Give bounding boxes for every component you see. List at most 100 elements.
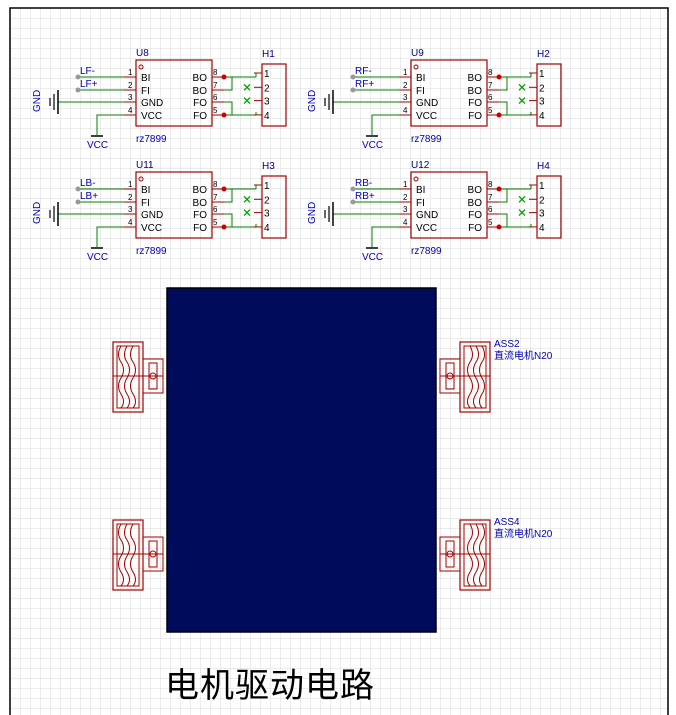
motor-coil-icon bbox=[467, 523, 473, 587]
pin-number: 6 bbox=[488, 93, 493, 102]
pin-name: VCC bbox=[416, 223, 437, 234]
ic-designator: U9 bbox=[411, 48, 424, 59]
wire-bridge bbox=[499, 213, 508, 227]
header-pin-number: 3 bbox=[539, 209, 545, 220]
pin1-marker-icon bbox=[138, 64, 144, 70]
net-label-dot-icon bbox=[350, 186, 356, 192]
pin1-marker-icon bbox=[413, 176, 419, 182]
driver-u9: U9rz78991BI2FI3GND4VCC8BO7BO6FO5FORF-RF+… bbox=[307, 48, 562, 151]
net-label-dot-icon bbox=[350, 74, 356, 80]
pin-number: 2 bbox=[403, 81, 408, 90]
motor-coil-icon bbox=[130, 345, 136, 409]
motor-coil-icon bbox=[124, 523, 130, 587]
net-label: RF- bbox=[355, 66, 372, 77]
no-connect-icon bbox=[518, 83, 526, 91]
ic-part-number: rz7899 bbox=[136, 134, 167, 145]
junction-dot-icon bbox=[496, 186, 502, 192]
pin-number: 2 bbox=[403, 193, 408, 202]
header-pin-number: 1 bbox=[264, 69, 270, 80]
net-label: LF+ bbox=[80, 79, 98, 90]
net-label: RB- bbox=[355, 178, 372, 189]
motor-coil-icon bbox=[130, 523, 136, 587]
ic-part-number: rz7899 bbox=[411, 134, 442, 145]
wire-bridge bbox=[224, 189, 233, 203]
pin1-marker-icon bbox=[138, 176, 144, 182]
motor-coil-icon bbox=[124, 345, 130, 409]
pin-number: 8 bbox=[488, 180, 493, 189]
pin-name: VCC bbox=[141, 223, 162, 234]
no-connect-icon bbox=[518, 195, 526, 203]
vcc-label: VCC bbox=[362, 140, 383, 151]
sheet-border bbox=[9, 7, 669, 715]
pin-number: 4 bbox=[128, 106, 133, 115]
no-connect-icon bbox=[243, 195, 251, 203]
pin-number: 7 bbox=[488, 81, 493, 90]
pin1-marker-icon bbox=[413, 64, 419, 70]
motor-body-inner bbox=[463, 523, 487, 587]
motor-body-inner bbox=[463, 345, 487, 409]
net-label-dot-icon bbox=[350, 87, 356, 93]
pin-name: FI bbox=[416, 86, 425, 97]
junction-dot-icon bbox=[496, 224, 502, 230]
junction-dot-icon bbox=[496, 112, 502, 118]
motor-coil-icon bbox=[118, 345, 124, 409]
ic-designator: U11 bbox=[136, 160, 154, 171]
header-designator: H4 bbox=[537, 161, 550, 172]
pin-name: GND bbox=[141, 210, 163, 221]
ic-body bbox=[135, 171, 213, 239]
header-pin-number: 4 bbox=[539, 223, 545, 234]
motor-body-inner bbox=[116, 345, 140, 409]
pin-number: 6 bbox=[488, 205, 493, 214]
pin-name: FO bbox=[468, 98, 482, 109]
pin-number: 4 bbox=[403, 218, 408, 227]
pin-name: FO bbox=[468, 111, 482, 122]
header-designator: H3 bbox=[262, 161, 275, 172]
pin-number: 3 bbox=[128, 205, 133, 214]
header-pin-number: 2 bbox=[264, 195, 270, 206]
pin-number: 3 bbox=[128, 93, 133, 102]
motor-4 bbox=[112, 519, 164, 591]
wire-vcc bbox=[96, 114, 124, 135]
header-designator: H1 bbox=[262, 49, 275, 60]
pin-number: 7 bbox=[213, 81, 218, 90]
ic-body bbox=[410, 171, 488, 239]
wire-bridge bbox=[224, 213, 233, 227]
net-label: LB+ bbox=[80, 191, 98, 202]
motor-body bbox=[112, 341, 144, 413]
pin-name: BO bbox=[193, 198, 208, 209]
no-connect-icon bbox=[243, 97, 251, 105]
motor-coil-icon bbox=[118, 523, 124, 587]
pin-number: 5 bbox=[213, 218, 218, 227]
gnd-label: GND bbox=[307, 90, 318, 112]
motor-body bbox=[459, 519, 491, 591]
pin-name: BO bbox=[468, 185, 483, 196]
no-connect-icon bbox=[518, 97, 526, 105]
header-pin-number: 3 bbox=[264, 97, 270, 108]
vcc-label: VCC bbox=[87, 252, 108, 263]
motor-pin-icon bbox=[149, 550, 157, 558]
header-body bbox=[536, 175, 562, 239]
net-label: RF+ bbox=[355, 79, 374, 90]
ic-body bbox=[410, 59, 488, 127]
gnd-label: GND bbox=[307, 202, 318, 224]
pin-name: FO bbox=[193, 111, 207, 122]
gnd-label: GND bbox=[32, 90, 43, 112]
pin-name: VCC bbox=[416, 111, 437, 122]
motor-coil-icon bbox=[473, 345, 479, 409]
pin-name: BI bbox=[416, 73, 425, 84]
header-pin-number: 1 bbox=[264, 181, 270, 192]
ic-part-number: rz7899 bbox=[136, 246, 167, 257]
motor-pin-icon bbox=[149, 372, 157, 380]
header-pin-number: 2 bbox=[264, 83, 270, 94]
motor-coil-icon bbox=[479, 523, 485, 587]
pin-number: 8 bbox=[213, 68, 218, 77]
pin-number: 7 bbox=[488, 193, 493, 202]
wire-vcc bbox=[96, 226, 124, 247]
wire-bridge bbox=[499, 77, 508, 91]
pin-name: BO bbox=[468, 73, 483, 84]
pin-name: GND bbox=[416, 98, 438, 109]
header-body bbox=[261, 175, 287, 239]
pin-number: 5 bbox=[488, 106, 493, 115]
